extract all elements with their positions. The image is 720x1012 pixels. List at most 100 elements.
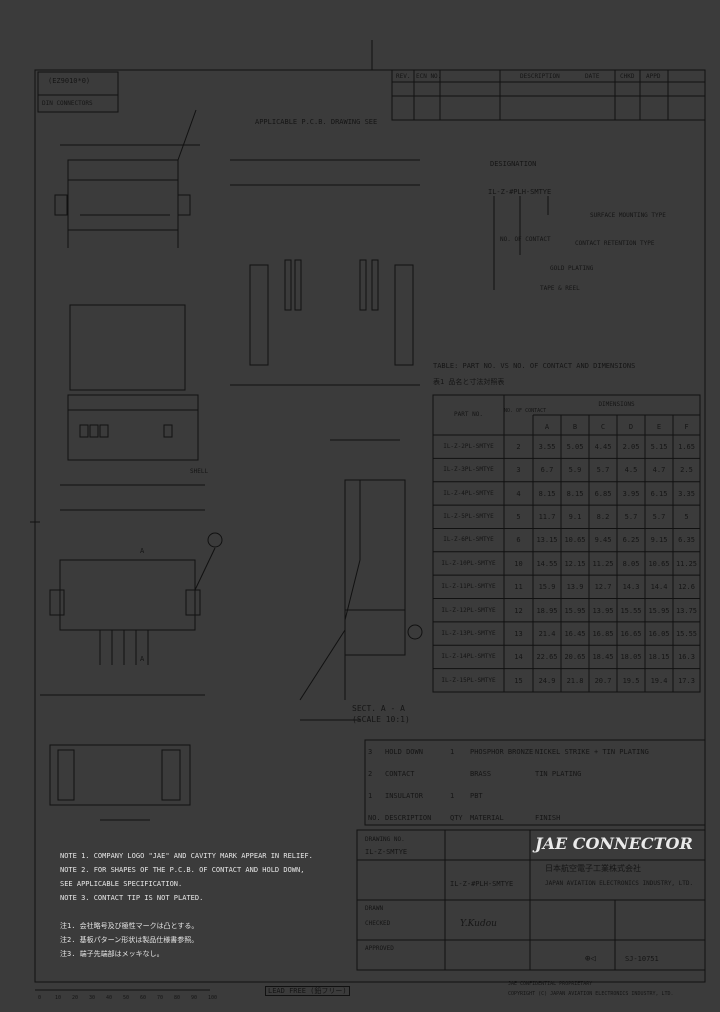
bom-cell: TIN PLATING [535,770,582,778]
bom-cell: 1 [368,792,373,800]
table-header-cell: E [656,423,662,431]
designation-legend-item: GOLD PLATING [550,265,594,272]
jae-logo: JAE CONNECTOR [535,834,693,853]
table-cell: 15.9 [538,583,556,592]
ruler-label: 100 [208,995,218,1001]
table-title: TABLE: PART NO. VS NO. OF CONTACT AND DI… [433,362,636,370]
table-cell: 6.35 [678,536,695,545]
table-cell: 14 [514,653,523,662]
table-cell: 19.4 [650,676,668,685]
section-scale: (SCALE 10:1) [352,715,410,724]
table-cell: 21.8 [566,676,584,685]
bom-cell: INSULATOR [385,792,423,800]
note-line: 注3. 端子先端部はメッキなし。 [60,950,164,958]
ruler-label: 50 [123,995,130,1001]
bom-cell: HOLD DOWN [385,748,423,756]
table-cell: 16.05 [648,629,670,638]
table-cell: 8.15 [566,489,584,498]
table-cell: 12.7 [594,583,612,592]
table-cell: 6 [516,536,521,545]
table-cell: 18.45 [592,653,614,662]
table-cell: 5.9 [568,466,582,475]
table-cell: 6.25 [622,536,640,545]
rev-col-description: DESCRIPTION [520,73,560,80]
section-label: SECT. A - A [352,704,405,713]
note-line: 注1. 会社略号及び極性マークは凸とする。 [60,922,199,930]
drawing-number: IL-Z-SMTYE [365,848,408,856]
table-cell: 13.75 [675,606,698,615]
part-number-cell: IL-Z-14PL-SMTYE [441,653,496,661]
company-name-en: JAPAN AVIATION ELECTRONICS INDUSTRY, LTD… [545,880,694,887]
designation-title: DESIGNATION [490,160,537,168]
table-cell: 6.85 [594,489,612,498]
table-cell: 18.05 [620,653,642,662]
signature: Y.Kudou [460,919,497,929]
table-cell: 15.95 [564,606,586,615]
table-cell: 4.45 [594,443,612,451]
bom-cell: CONTACT [385,770,415,778]
table-cell: 13 [514,629,523,638]
note-line: 注2. 基板パターン形状は製品仕様書参照。 [60,936,199,944]
table-cell: 20.7 [594,676,612,685]
table-cell: 10.65 [648,559,670,568]
table-cell: 4 [516,489,521,498]
table-header-cell: F [684,423,689,431]
table-cell: 4.5 [624,466,638,475]
table-cell: 10.65 [564,536,586,545]
part-number-cell: IL-Z-12PL-SMTYE [441,606,496,614]
rev-col-appd: APPD [646,73,661,80]
table-cell: 12 [514,606,523,615]
ruler-label: 20 [72,995,79,1001]
note-line: NOTE 3. CONTACT TIP IS NOT PLATED. [60,894,204,902]
table-subtitle: 表1 品名と寸法対照表 [433,378,505,386]
table-cell: 10 [514,559,523,568]
ruler-label: 80 [174,995,181,1001]
table-cell: 6.15 [650,489,668,498]
catalog-code: (EZ9010*0) [48,77,91,85]
table-cell: 14.3 [622,583,640,592]
table-cell: 3.55 [538,443,556,451]
table-header-cell: NO. OF CONTACT [504,408,547,414]
table-cell: 3.95 [622,489,640,498]
note-line: NOTE 2. FOR SHAPES OF THE P.C.B. OF CONT… [60,866,305,874]
table-cell: 3.35 [678,489,695,498]
table-header-cell: C [600,423,606,431]
part-number-cell: IL-Z-11PL-SMTYE [441,583,496,591]
part-number-cell: IL-Z-5PL-SMTYE [443,513,494,521]
lead-free-label: LEAD FREE (鉛フリー) [265,986,350,996]
table-cell: 19.5 [622,676,640,685]
company-name-jp: 日本航空電子工業株式会社 [545,864,641,873]
table-cell: 12.6 [678,583,695,592]
part-name: IL-Z-#PLH-SMTYE [450,880,514,888]
table-cell: 8.15 [538,489,556,498]
table-cell: 16.3 [678,653,695,662]
table-cell: 18.15 [648,653,670,662]
table-cell: 9.15 [650,536,668,545]
table-cell: 20.65 [564,653,586,662]
cut-label-bottom: A [140,655,145,663]
ruler-label: 90 [191,995,198,1001]
designation-legend-item: SURFACE MOUNTING TYPE [590,212,666,219]
table-header-cell: PART NO. [454,411,483,418]
table-cell: 8.05 [622,559,640,568]
bom-header-cell: MATERIAL [470,814,504,822]
approved-label: APPROVED [365,945,394,952]
table-header-cell: DIMENSIONS [598,401,635,408]
table-cell: 24.9 [538,676,556,685]
designation-code: IL-Z-#PLH-SMTYE [488,188,552,196]
bom-cell: 2 [368,770,373,778]
table-header-cell: D [628,423,634,431]
bom-cell: PBT [470,792,483,800]
table-cell: 13.15 [536,536,558,545]
table-cell: 11.25 [675,559,698,568]
table-cell: 4.7 [652,466,666,475]
table-cell: 11.7 [538,513,556,522]
table-cell: 6.7 [540,466,554,475]
table-cell: 17.3 [678,676,695,685]
checked-label: CHECKED [365,920,391,927]
table-cell: 21.4 [538,629,556,638]
ruler-label: 30 [89,995,96,1001]
bom-cell: 3 [368,748,373,756]
table-cell: 14.55 [536,559,558,568]
